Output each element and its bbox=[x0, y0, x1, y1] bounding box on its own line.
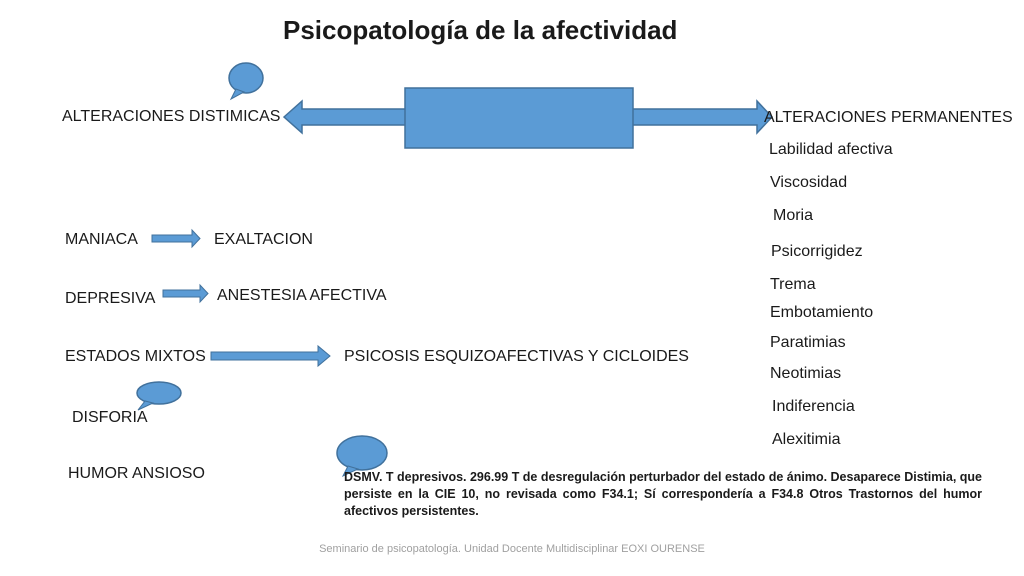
left-header: ALTERACIONES DISTIMICAS bbox=[62, 108, 281, 125]
list-item: Labilidad afectiva bbox=[769, 141, 893, 158]
dsm-note: DSMV. T depresivos. 296.99 T de desregul… bbox=[344, 470, 982, 518]
list-item: Neotimias bbox=[770, 365, 842, 382]
list-item: Psicorrigidez bbox=[771, 243, 863, 260]
depresiva-label: DEPRESIVA bbox=[65, 290, 156, 307]
psicosis-label: PSICOSIS ESQUIZOAFECTIVAS Y CICLOIDES bbox=[344, 348, 689, 365]
comment-bubble-icon[interactable] bbox=[136, 381, 182, 411]
list-item: Viscosidad bbox=[770, 174, 848, 191]
anestesia-label: ANESTESIA AFECTIVA bbox=[217, 287, 387, 304]
comment-bubble-icon[interactable] bbox=[336, 435, 388, 478]
arrow-right-icon bbox=[162, 283, 209, 304]
list-item: Paratimias bbox=[770, 334, 846, 351]
list-item: Moria bbox=[773, 207, 814, 224]
footer-text: Seminario de psicopatología. Unidad Doce… bbox=[319, 543, 705, 555]
disforia-label: DISFORIA bbox=[72, 409, 148, 426]
arrow-right-icon bbox=[210, 344, 331, 368]
mixtos-label: ESTADOS MIXTOS bbox=[65, 348, 206, 365]
arrow-right-icon bbox=[151, 228, 201, 249]
right-header: ALTERACIONES PERMANENTES bbox=[764, 109, 1013, 126]
double-arrow-icon bbox=[282, 87, 774, 149]
exaltacion-label: EXALTACION bbox=[214, 231, 313, 248]
list-item: Indiferencia bbox=[772, 398, 855, 415]
list-item: Alexitimia bbox=[772, 431, 841, 448]
center-box bbox=[404, 87, 634, 149]
list-item: Trema bbox=[770, 276, 816, 293]
page-title: Psicopatología de la afectividad bbox=[283, 15, 678, 45]
list-item: Embotamiento bbox=[770, 304, 874, 321]
humor-ansioso-label: HUMOR ANSIOSO bbox=[68, 465, 205, 482]
maniaca-label: MANIACA bbox=[65, 231, 138, 248]
comment-bubble-icon[interactable] bbox=[228, 62, 264, 101]
